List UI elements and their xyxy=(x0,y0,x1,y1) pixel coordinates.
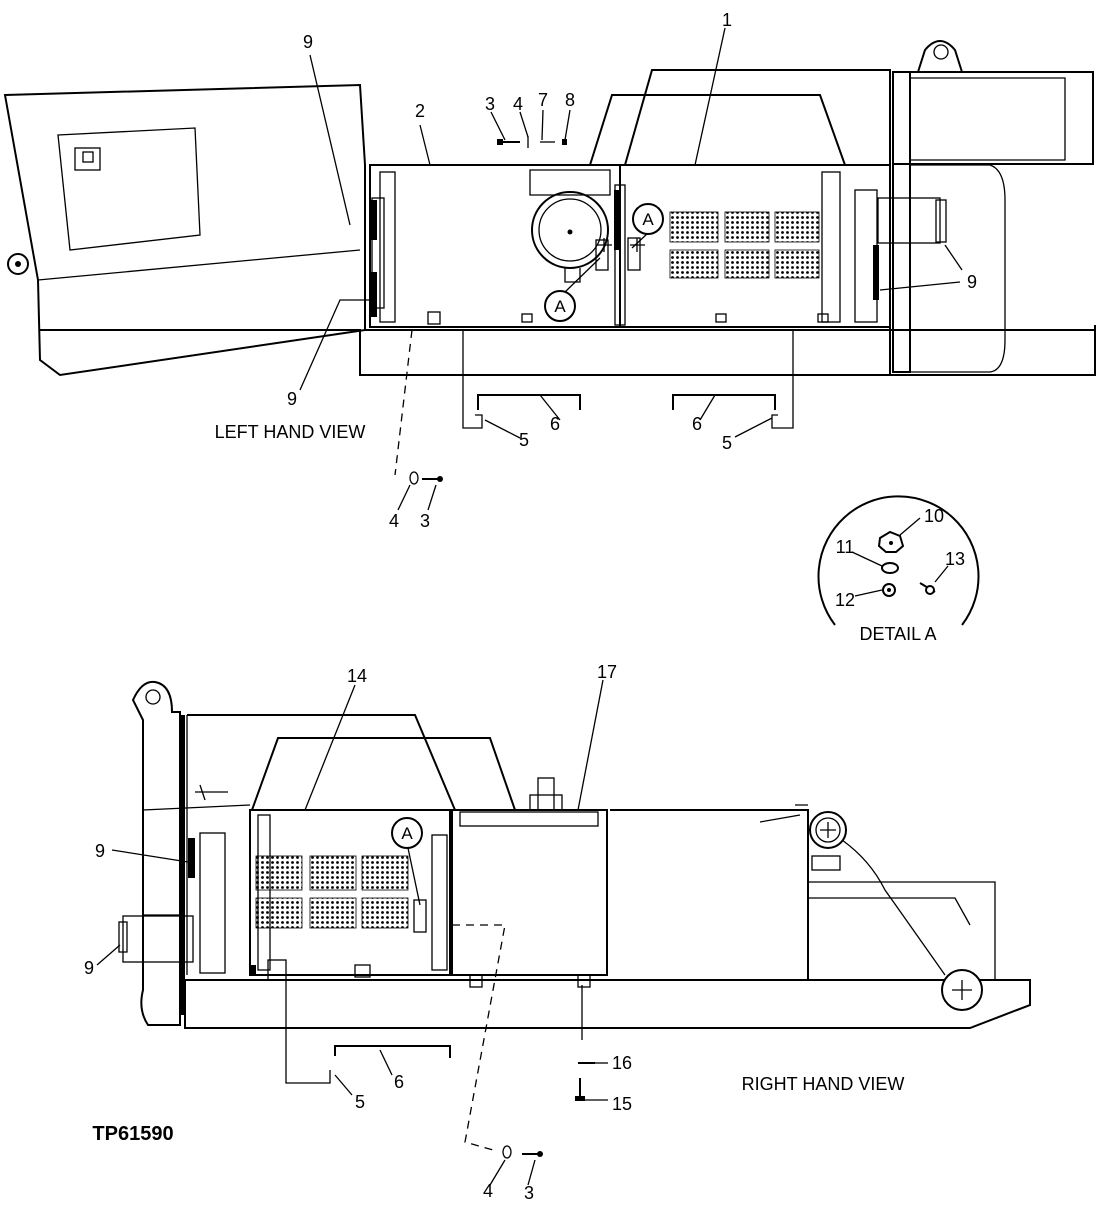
detail-a-marker-label: A xyxy=(642,210,654,229)
callout-5-left: 5 xyxy=(519,430,529,450)
perforated-grille xyxy=(669,211,820,279)
callout-9-right-lower: 9 xyxy=(84,958,94,978)
callout-15: 15 xyxy=(612,1094,632,1114)
callout-2: 2 xyxy=(415,101,425,121)
callout-4: 4 xyxy=(513,94,523,114)
callout-9-top: 9 xyxy=(303,32,313,52)
left-view-callouts: 1 2 3 4 7 8 9 9 9 6 5 6 5 4 3 xyxy=(287,10,977,531)
callout-9-bottom: 9 xyxy=(287,389,297,409)
callout-1: 1 xyxy=(722,10,732,30)
callout-12: 12 xyxy=(835,590,855,610)
callout-3-lower: 3 xyxy=(420,511,430,531)
figure-reference-id: TP61590 xyxy=(92,1123,173,1145)
detail-a-marker-label: A xyxy=(401,824,413,843)
callout-3: 3 xyxy=(485,94,495,114)
callout-4-right-view: 4 xyxy=(483,1181,493,1201)
callout-6-right-view: 6 xyxy=(394,1072,404,1092)
callout-16: 16 xyxy=(612,1053,632,1073)
callout-6-right: 6 xyxy=(692,414,702,434)
callout-5-right-view: 5 xyxy=(355,1092,365,1112)
detail-a-label: DETAIL A xyxy=(859,624,936,644)
callout-8: 8 xyxy=(565,90,575,110)
detail-a-marker-label: A xyxy=(554,297,566,316)
perforated-grille-right xyxy=(255,855,409,929)
callout-11: 11 xyxy=(836,537,855,557)
right-hand-view-label: RIGHT HAND VIEW xyxy=(742,1074,905,1094)
callout-13: 13 xyxy=(945,549,965,569)
right-view-leader-lines xyxy=(96,679,608,1186)
right-view-brackets xyxy=(285,924,595,1159)
left-hand-view-drawing xyxy=(3,40,1096,377)
detail-a-marker-left-1: A xyxy=(632,203,664,235)
right-view-callouts: 14 17 9 9 5 6 16 15 4 3 xyxy=(84,662,632,1203)
callout-3-right-view: 3 xyxy=(524,1183,534,1203)
callout-5-right: 5 xyxy=(722,433,732,453)
callout-7: 7 xyxy=(538,90,548,110)
detail-a-callouts: 10 11 12 13 xyxy=(835,506,965,610)
detail-a-marker-right: A xyxy=(391,817,423,849)
detail-a-drawing xyxy=(817,495,980,626)
callout-10: 10 xyxy=(924,506,944,526)
left-view-leader-lines xyxy=(299,27,963,511)
callout-17: 17 xyxy=(597,662,617,682)
callout-9-right: 9 xyxy=(967,272,977,292)
callout-6-left: 6 xyxy=(550,414,560,434)
callout-14: 14 xyxy=(347,666,367,686)
callout-9-right-upper: 9 xyxy=(95,841,105,861)
detail-a-marker-left-2: A xyxy=(544,290,576,322)
left-hand-view-label: LEFT HAND VIEW xyxy=(215,422,366,442)
right-hand-view-drawing xyxy=(118,680,1031,1029)
callout-4-lower: 4 xyxy=(389,511,399,531)
left-view-brackets xyxy=(394,329,794,485)
